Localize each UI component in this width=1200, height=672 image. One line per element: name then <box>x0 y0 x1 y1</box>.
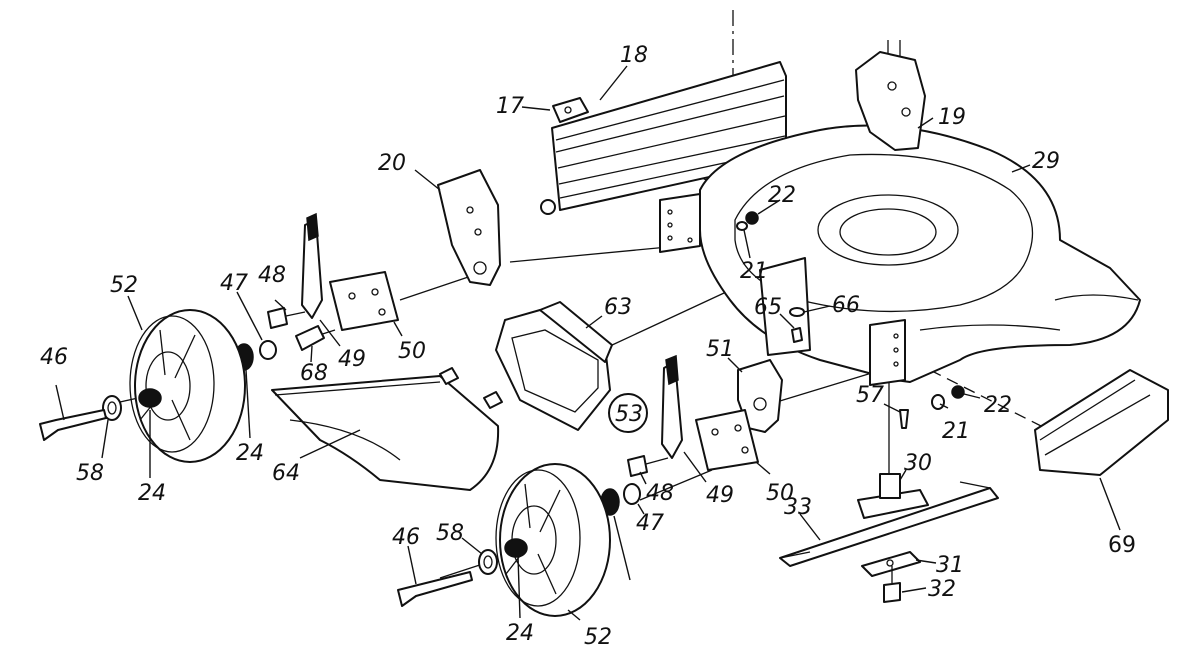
blade-bolt-32 <box>883 566 901 603</box>
label-24-left-wheel: 24 <box>138 481 166 506</box>
nut-22-upper <box>745 211 759 225</box>
label-31: 31 <box>936 553 964 578</box>
label-29: 29 <box>1032 149 1060 174</box>
label-22-lower: 22 <box>984 393 1012 418</box>
wheel-52-left <box>129 309 246 463</box>
label-58-left: 58 <box>76 461 104 486</box>
label-58-right: 58 <box>436 521 464 546</box>
label-24-upper: 24 <box>236 441 264 466</box>
adjuster-lever-49-left <box>301 212 323 319</box>
clip-58-left <box>102 395 122 421</box>
washer-47-left <box>259 340 277 360</box>
label-48-right: 48 <box>646 481 674 506</box>
label-48-left: 48 <box>258 263 286 288</box>
label-52-right: 52 <box>584 625 612 650</box>
handle-bracket-19 <box>855 51 926 151</box>
label-65: 65 <box>754 295 782 320</box>
rear-baffle-18 <box>540 61 787 215</box>
mower-deck-29 <box>659 124 1141 386</box>
bolt-48-left <box>267 307 306 329</box>
label-47-right: 47 <box>636 511 664 536</box>
label-19: 19 <box>938 105 966 130</box>
label-46-left: 46 <box>40 345 68 370</box>
label-33: 33 <box>784 495 812 520</box>
label-50-right: 50 <box>766 481 794 506</box>
mulching-plug-63 <box>495 301 613 431</box>
label-52-left: 52 <box>110 273 138 298</box>
washer-66 <box>789 307 805 317</box>
label-57: 57 <box>856 383 884 408</box>
label-49-left: 49 <box>338 347 366 372</box>
adjuster-lever-49-right <box>661 354 683 459</box>
label-32: 32 <box>928 577 956 602</box>
axle-bolt-46-right <box>397 571 473 607</box>
blade-33 <box>779 481 999 567</box>
label-21-upper: 21 <box>740 259 768 284</box>
axle-bolt-46-left <box>39 409 107 441</box>
adjuster-plate-50-left <box>329 271 399 331</box>
label-18: 18 <box>620 43 648 68</box>
label-30: 30 <box>904 451 932 476</box>
blade-stiffener-31 <box>861 551 921 577</box>
label-49-right: 49 <box>706 483 734 508</box>
label-53: 53 <box>615 402 643 427</box>
nut-22-lower <box>951 385 965 399</box>
label-20: 20 <box>378 151 406 176</box>
front-cover-69 <box>1034 369 1169 476</box>
washer-21-upper <box>736 221 748 231</box>
bracket-17 <box>552 97 589 123</box>
label-46-right: 46 <box>392 525 420 550</box>
washer-21-lower <box>931 394 945 410</box>
label-64: 64 <box>272 461 300 486</box>
clip-58-right <box>478 549 498 575</box>
label-24-right-wheel: 24 <box>506 621 534 646</box>
screw-57 <box>899 409 909 429</box>
discharge-chute-64 <box>271 367 503 491</box>
label-21-lower: 21 <box>942 419 970 444</box>
wheel-52-right <box>495 463 611 617</box>
label-63: 63 <box>604 295 632 320</box>
leader-lines <box>55 65 1121 621</box>
label-66: 66 <box>832 293 860 318</box>
blade-adapter-30 <box>857 473 929 519</box>
label-69: 69 <box>1108 533 1136 558</box>
label-50-left: 50 <box>398 339 426 364</box>
spacer-68-left <box>295 325 325 351</box>
label-47-left: 47 <box>220 271 248 296</box>
washer-47-right <box>623 483 641 505</box>
label-17: 17 <box>496 94 524 119</box>
adjuster-plate-50-right <box>695 409 759 471</box>
kit-53-marker <box>608 393 648 433</box>
label-51: 51 <box>706 337 734 362</box>
label-68: 68 <box>300 361 328 386</box>
height-bracket-51 <box>737 359 783 433</box>
bolt-48-right <box>627 455 669 477</box>
bolt-65 <box>791 327 803 343</box>
label-22-upper: 22 <box>768 183 796 208</box>
part-number-labels: 17 18 19 20 21 21 22 22 24 24 24 29 30 3… <box>40 43 1136 650</box>
height-bracket-20 <box>437 169 501 286</box>
